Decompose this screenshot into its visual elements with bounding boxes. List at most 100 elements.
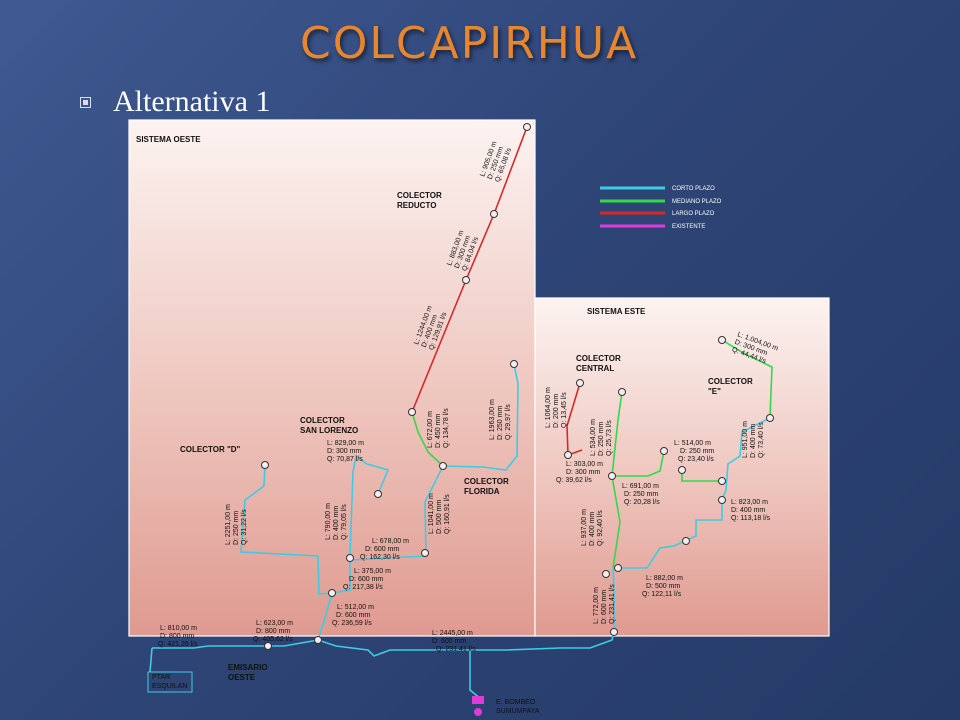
- seg-s14-d: D: 800 mm: [160, 633, 194, 640]
- seg-s13-d: D: 800 mm: [256, 628, 290, 635]
- bombeo-label-1: E. BOMBEO: [496, 699, 536, 706]
- pipe-central-red: [566, 382, 583, 457]
- pipe-reducto-low: [411, 411, 444, 467]
- collector-names: COLECTOR REDUCTO COLECTOR SAN LORENZO CO…: [180, 191, 753, 682]
- pipes-corto: [149, 363, 771, 701]
- name-san-lorenzo-1: COLECTOR: [300, 416, 345, 425]
- pipe-san-lorenzo: [349, 454, 390, 557]
- seg-e8-l: L: 823,00 m: [731, 499, 768, 506]
- pipe-reducto: [411, 126, 528, 413]
- seg-e9-l: L: 937,00 m: [581, 509, 588, 546]
- name-emisario-2: OESTE: [228, 673, 256, 682]
- manhole-node: [408, 408, 416, 416]
- name-central-1: COLECTOR: [576, 354, 621, 363]
- pipe-florida-a: [442, 363, 519, 471]
- pipe-691: [612, 450, 665, 477]
- manhole-node: [264, 642, 272, 650]
- seg-s7-d: D: 400 mm: [333, 506, 340, 540]
- pipe-emisario: [152, 592, 333, 649]
- legend: CORTO PLAZO MEDIANO PLAZO LARGO PLAZO EX…: [600, 186, 722, 230]
- manhole-node: [660, 447, 668, 455]
- seg-s14-q: Q: 421,26 l/s: [158, 641, 198, 648]
- pipe-central-down: [611, 475, 621, 569]
- legend-label-largo: LARGO PLAZO: [672, 211, 715, 217]
- pump-station-icon: [472, 696, 484, 716]
- name-colector-e-1: COLECTOR: [708, 377, 753, 386]
- legend-label-corto: CORTO PLAZO: [672, 186, 715, 192]
- segment-labels-horizontal: L: 829,00 m D: 300 mm Q: 70,87 l/s L: 67…: [158, 440, 771, 653]
- pipe-florida-b: [331, 465, 444, 594]
- manhole-node: [718, 336, 726, 344]
- manhole-node: [374, 490, 382, 498]
- pipe-ptar: [149, 647, 153, 673]
- seg-s15-d: D: 600 mm: [432, 638, 466, 645]
- seg-s4-q: Q: 134,78 l/s: [443, 408, 450, 448]
- seg-s4-l: L: 672,00 m: [427, 411, 434, 448]
- manhole-node: [314, 636, 322, 644]
- segment-labels-rotated: L: 905,00 m D: 250 mm Q: 65,08 l/s L: 88…: [225, 140, 779, 624]
- pipe-bombeo: [469, 650, 483, 701]
- manhole-node: [261, 461, 269, 469]
- seg-s12-q: Q: 236,59 l/s: [332, 620, 372, 627]
- seg-e4-q: Q: 39,62 l/s: [556, 477, 592, 484]
- name-reducto-1: COLECTOR: [397, 191, 442, 200]
- seg-e11-d: D: 600 mm: [601, 590, 608, 624]
- seg-s15-q: Q: 231,41 l/s: [436, 646, 476, 653]
- ptar-label-2: ESQUILAN: [152, 683, 187, 690]
- seg-e7-l: L: 691,00 m: [622, 483, 659, 490]
- seg-s10-l: L: 678,00 m: [372, 538, 409, 545]
- seg-s6-l: L: 829,00 m: [327, 440, 364, 447]
- seg-e9-d: D: 400 mm: [589, 512, 596, 546]
- seg-e9-q: Q: 92,40 l/s: [597, 510, 604, 546]
- legend-label-mediano: MEDIANO PLAZO: [672, 199, 722, 205]
- name-emisario-1: EMISARIO: [228, 663, 268, 672]
- manhole-node: [328, 589, 336, 597]
- seg-s8-d: D: 250 mm: [233, 511, 240, 545]
- seg-s13-q: Q: 405,62 l/s: [253, 636, 293, 643]
- slide-title: COLCAPIRHUA: [300, 18, 639, 69]
- seg-s9-d: D: 500 mm: [436, 500, 443, 534]
- seg-s9-l: L: 1041,00 m: [428, 493, 435, 534]
- seg-e2-l: L: 1064,00 m: [545, 387, 552, 428]
- seg-e2-q: Q: 13,45 l/s: [561, 392, 568, 428]
- seg-s10-q: Q: 162,30 l/s: [360, 554, 400, 561]
- pipe-central-green: [611, 391, 623, 477]
- seg-e8-q: Q: 113,18 l/s: [731, 515, 771, 522]
- name-florida-2: FLORIDA: [464, 487, 500, 496]
- seg-e3-l: L: 534,00 m: [590, 419, 597, 456]
- manhole-node: [614, 564, 622, 572]
- manhole-node: [678, 466, 686, 474]
- seg-e10-l: L: 882,00 m: [646, 575, 683, 582]
- manhole-node: [439, 462, 447, 470]
- bombeo-label-2: SUMUMPAYA: [496, 708, 540, 715]
- bullet-item: Alternativa 1: [80, 82, 270, 122]
- name-colector-d: COLECTOR "D": [180, 445, 241, 454]
- manhole-node: [682, 537, 690, 545]
- name-florida-1: COLECTOR: [464, 477, 509, 486]
- seg-s14-l: L: 810,00 m: [160, 625, 197, 632]
- manhole-node: [462, 276, 470, 284]
- ptar-label-1: PTAR: [152, 674, 170, 681]
- panel-title-oeste: SISTEMA OESTE: [136, 135, 201, 144]
- pipe-colector-e: [721, 339, 773, 419]
- seg-s4-d: D: 450 mm: [435, 414, 442, 448]
- manhole-node: [490, 210, 498, 218]
- manhole-node: [523, 123, 531, 131]
- pipe-este-trunk: [612, 567, 615, 632]
- name-colector-e-2: "E": [708, 387, 721, 396]
- seg-e7-q: Q: 20,28 l/s: [624, 499, 660, 506]
- seg-s11-d: D: 600 mm: [349, 576, 383, 583]
- seg-s6-d: D: 300 mm: [327, 448, 361, 455]
- manhole-nodes: [261, 123, 774, 650]
- ptar-box: [147, 671, 193, 693]
- name-reducto-2: REDUCTO: [397, 201, 436, 210]
- bullet-text: Alternativa 1: [113, 85, 271, 118]
- manhole-node: [576, 379, 584, 387]
- manhole-node: [602, 570, 610, 578]
- pipe-colector-d: [240, 464, 333, 595]
- manhole-node: [610, 628, 618, 636]
- seg-s5-q: Q: 29,97 l/s: [505, 404, 512, 440]
- panel-title-este: SISTEMA ESTE: [587, 307, 646, 316]
- seg-s6-q: Q: 70,87 l/s: [327, 456, 363, 463]
